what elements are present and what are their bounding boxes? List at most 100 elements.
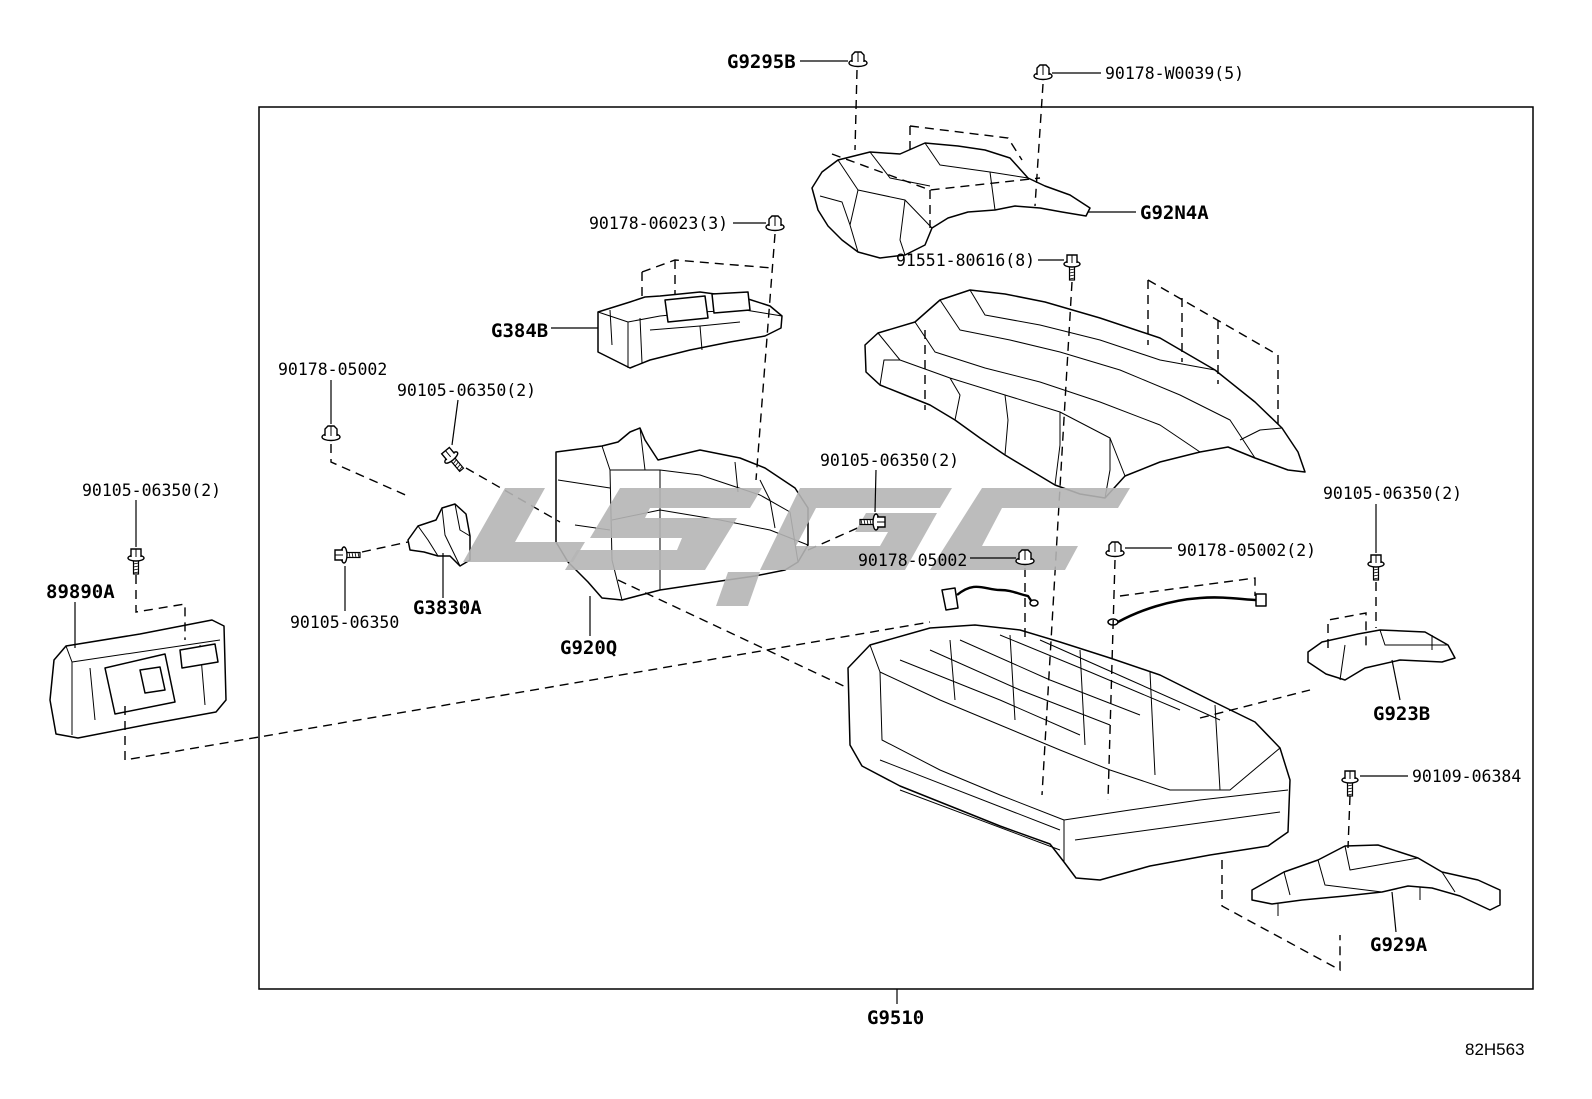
dashed-line xyxy=(465,467,561,523)
bolt-icon xyxy=(438,444,469,476)
callout-g384b: G384B xyxy=(491,320,548,342)
callout-g9510: G9510 xyxy=(867,1007,924,1029)
nut-icon xyxy=(321,425,341,442)
assembly-frame xyxy=(258,106,1534,990)
callout-91551-80616: 91551-80616(8) xyxy=(896,251,1035,270)
callout-90105-06350: 90105-06350 xyxy=(290,613,399,632)
wire-harness-a xyxy=(941,585,1039,611)
clamp-bracket-outline xyxy=(407,503,471,567)
relay-left xyxy=(664,295,709,323)
nut-icon xyxy=(1033,64,1053,81)
dashed-line xyxy=(1199,689,1311,719)
dashed-line xyxy=(1034,83,1044,207)
dashed-line xyxy=(807,525,863,551)
bracket-g923b xyxy=(1307,629,1456,681)
bracket-g929a-detail xyxy=(1277,845,1456,916)
callout-labels: G9295B 90178-W0039(5) G92N4A 90178-06023… xyxy=(46,51,1525,1059)
dashed-line xyxy=(1119,577,1256,597)
figure-code: 82H563 xyxy=(1465,1040,1525,1059)
dashed-line xyxy=(1327,612,1367,650)
callout-g9295b: G9295B xyxy=(727,51,796,73)
dashed-line xyxy=(1347,795,1351,849)
wire-a-cable xyxy=(956,585,1033,603)
wire-a-terminal xyxy=(1029,599,1039,607)
bracket-g929a-outline xyxy=(1251,844,1501,911)
battery-top-cover xyxy=(864,289,1306,499)
battery-module-outline xyxy=(847,624,1291,881)
bolt-icon xyxy=(1063,254,1081,281)
callout-90178-w0039: 90178-W0039(5) xyxy=(1105,64,1244,83)
watermark-shape xyxy=(565,488,762,570)
dashed-line xyxy=(755,233,776,481)
control-unit-detail xyxy=(65,639,221,735)
clamp-bracket-g3830a xyxy=(407,503,471,567)
wire-a-connector xyxy=(941,587,959,611)
callout-90178-05002-2: 90178-05002(2) xyxy=(1177,541,1316,560)
bracket-g929a xyxy=(1251,844,1501,916)
callout-90105-06350-2-a: 90105-06350(2) xyxy=(397,381,536,400)
callout-89890a: 89890A xyxy=(46,581,115,603)
callout-90105-06350-2-c: 90105-06350(2) xyxy=(82,481,221,500)
callout-g920q: G920Q xyxy=(560,637,617,659)
battery-module-edges xyxy=(869,644,1289,862)
watermark-shape xyxy=(716,572,760,606)
wire-b-connector xyxy=(1255,593,1267,607)
nut-icon xyxy=(1105,541,1125,558)
callout-g3830a: G3830A xyxy=(413,597,482,619)
relay-right xyxy=(711,291,751,314)
battery-cell-rows xyxy=(899,634,1221,791)
dashed-line xyxy=(1107,559,1116,801)
dashed-line xyxy=(1147,279,1279,356)
watermark-shape xyxy=(463,488,585,562)
watermark-shape xyxy=(930,488,1130,570)
callout-90105-06350-2-d: 90105-06350(2) xyxy=(1323,484,1462,503)
callout-90178-05002-a: 90178-05002 xyxy=(278,360,387,379)
battery-bracket-g920q xyxy=(555,427,809,601)
leader-line xyxy=(1391,659,1401,701)
bracket-g923b-outline xyxy=(1307,629,1456,681)
bolt-icon xyxy=(334,546,361,564)
assembly-dashed-lines xyxy=(124,69,1377,972)
watermark-shape xyxy=(760,488,952,570)
callout-90109-06384: 90109-06384 xyxy=(1412,767,1521,786)
bracket-g923b-detail xyxy=(1339,629,1448,681)
control-unit-header xyxy=(179,643,219,669)
callout-g923b: G923B xyxy=(1373,703,1430,725)
nut-icon xyxy=(848,51,868,68)
leader-lines xyxy=(74,60,1408,1004)
callout-90178-05002-b: 90178-05002 xyxy=(858,551,967,570)
leader-line xyxy=(451,399,459,446)
nut-icon xyxy=(765,215,785,232)
bolt-icon xyxy=(1367,554,1385,581)
callout-90178-06023: 90178-06023(3) xyxy=(589,214,728,233)
dashed-line xyxy=(361,541,409,553)
dashed-line xyxy=(330,444,411,498)
battery-top-cover-outline xyxy=(864,289,1306,499)
dashed-line xyxy=(641,259,773,273)
dashed-line xyxy=(909,125,1023,161)
dashed-line xyxy=(831,153,1041,191)
dashed-line xyxy=(854,69,858,151)
leader-line xyxy=(874,469,877,513)
relay-block-g384b xyxy=(597,291,783,369)
leader-line xyxy=(1391,891,1397,933)
dashed-line xyxy=(124,621,931,761)
dashed-line xyxy=(617,579,849,689)
upper-cover-outline xyxy=(811,142,1091,259)
watermark-logo xyxy=(463,488,1130,606)
callout-g929a: G929A xyxy=(1370,934,1428,956)
bolt-icon xyxy=(127,548,145,575)
upper-cover-detail xyxy=(819,142,1029,256)
battery-module-g9510 xyxy=(847,624,1291,881)
battery-top-cover-ribs xyxy=(877,289,1283,499)
callout-90105-06350-2-b: 90105-06350(2) xyxy=(820,451,959,470)
wire-harness-b xyxy=(1107,593,1267,626)
wire-b-cable xyxy=(1117,596,1259,624)
clamp-bracket-detail xyxy=(417,503,471,567)
dashed-line xyxy=(135,575,186,640)
callout-g92n4a: G92N4A xyxy=(1140,202,1209,224)
bolt-icon xyxy=(1341,770,1359,797)
upper-cover-g92n4a xyxy=(811,142,1091,259)
dashed-line xyxy=(1221,860,1341,972)
